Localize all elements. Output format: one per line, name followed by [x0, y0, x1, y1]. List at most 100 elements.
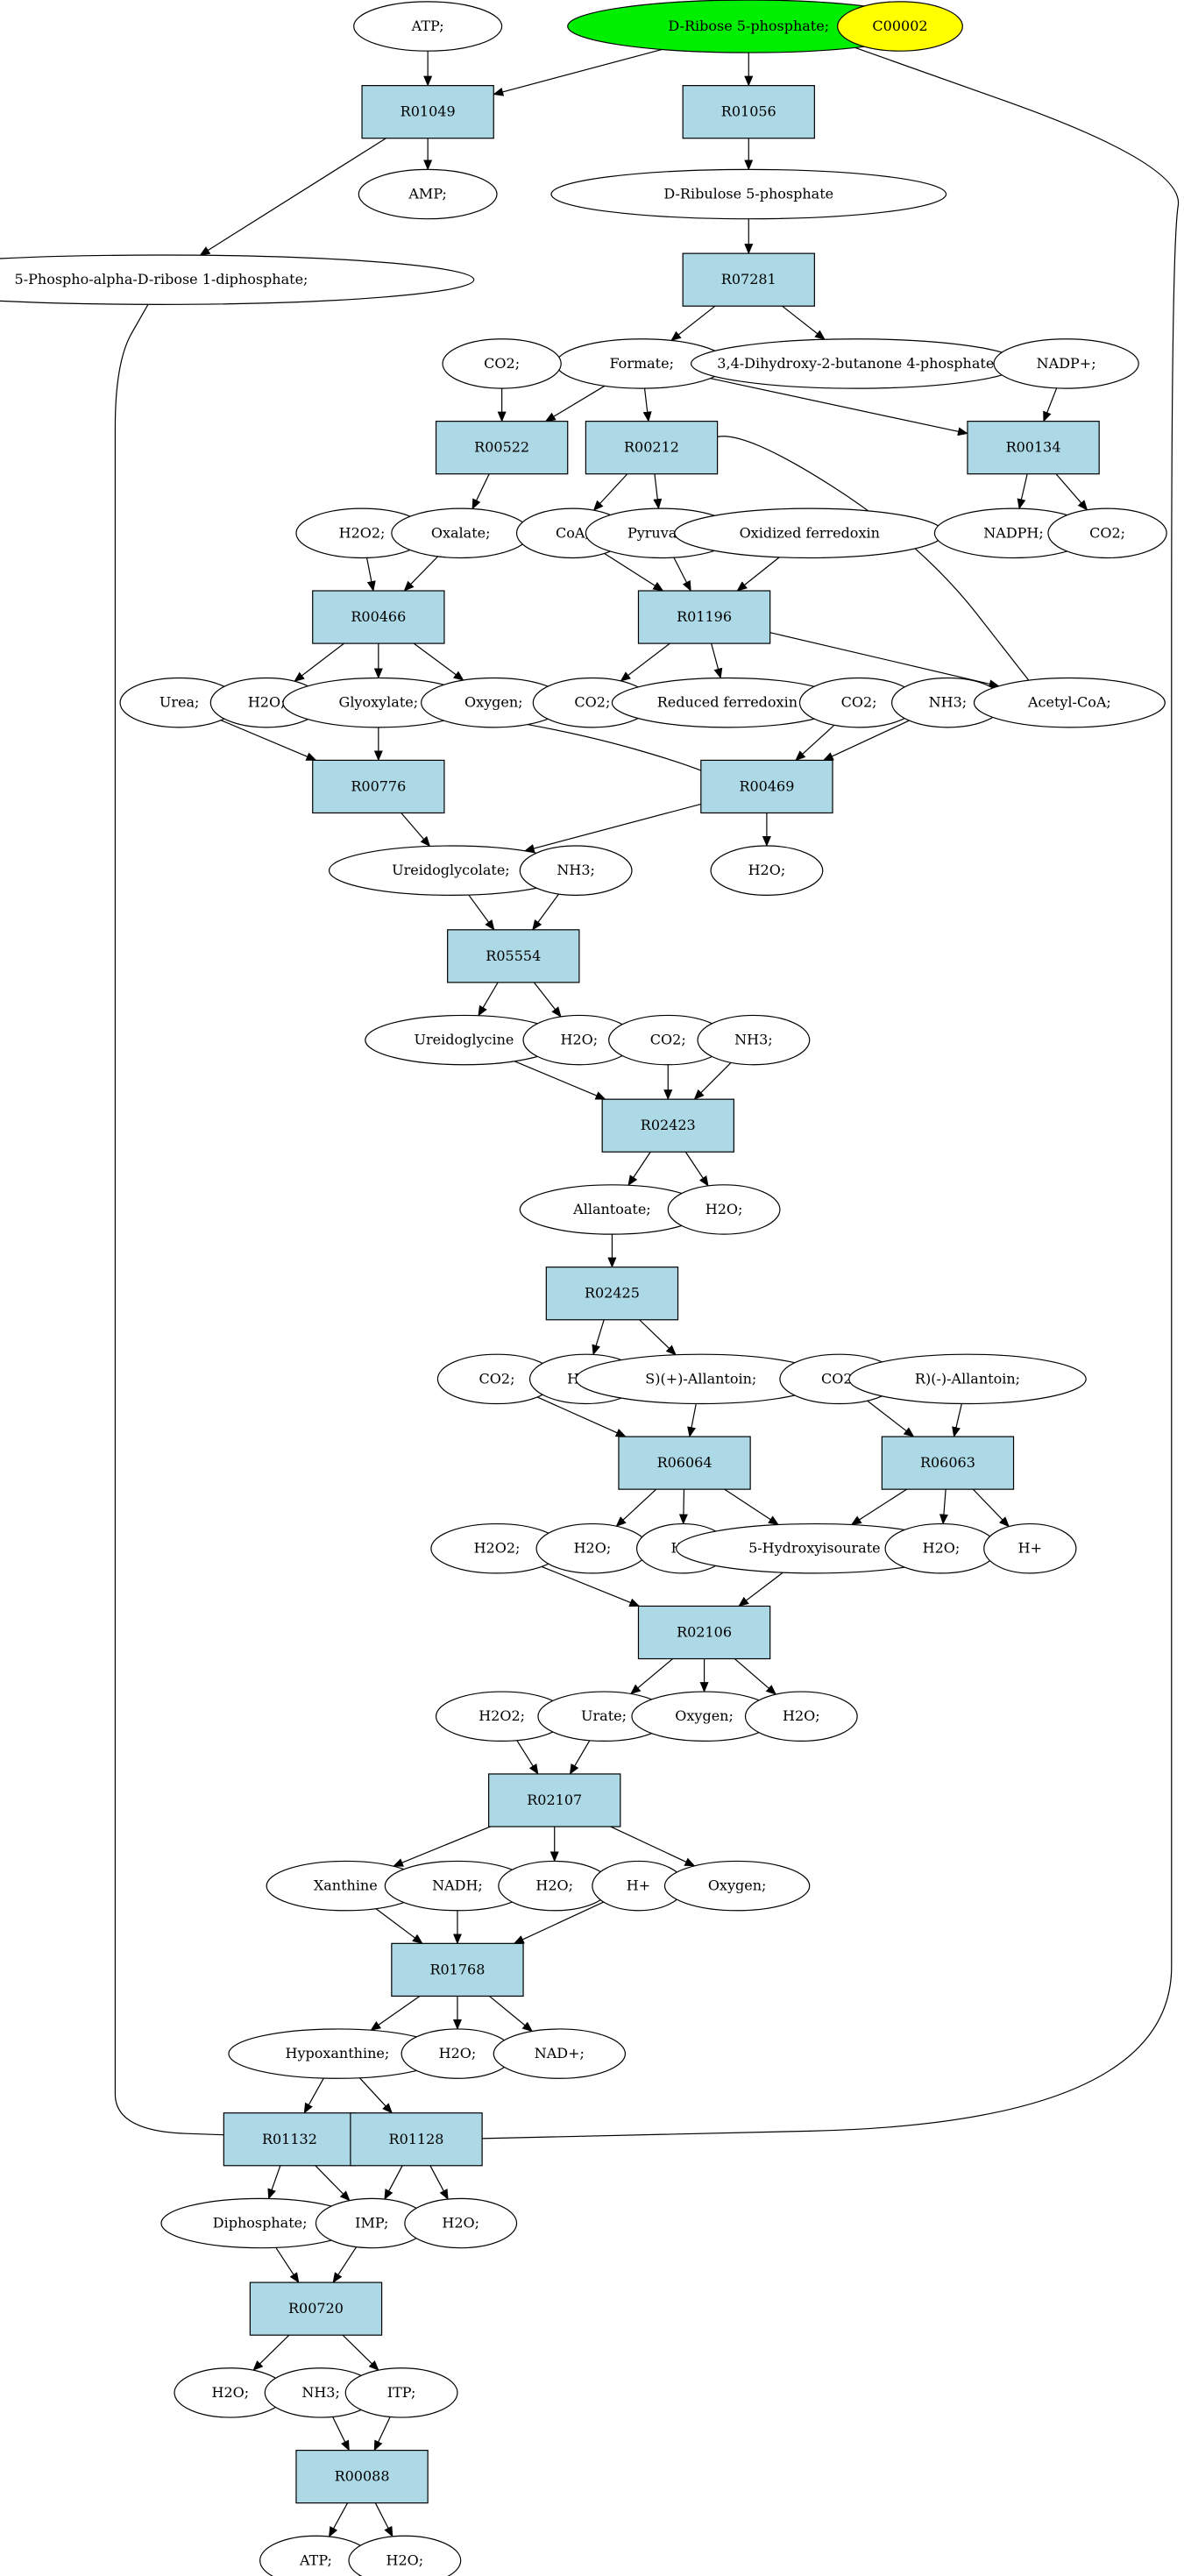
edge-imp-to-R00720	[332, 2246, 358, 2283]
compound-node-ureidoglycolate[interactable]: Ureidoglycolate;	[328, 845, 573, 896]
compound-node-co2_b[interactable]: CO2;	[1047, 507, 1167, 559]
compound-node-allantoate[interactable]: Allantoate;	[519, 1184, 705, 1235]
reaction-node-R01056[interactable]: R01056	[682, 85, 815, 139]
reaction-node-R02107[interactable]: R02107	[488, 1773, 621, 1827]
compound-node-sallantoin[interactable]: S)(+)-Allantoin;	[575, 1353, 827, 1405]
reaction-node-R06063[interactable]: R06063	[881, 1436, 1015, 1490]
compound-node-acetylcoa[interactable]: Acetyl-CoA;	[973, 677, 1166, 728]
compound-node-nadph[interactable]: NADPH;	[933, 507, 1094, 559]
node-label: R01196	[677, 608, 732, 625]
reaction-node-R01196[interactable]: R01196	[637, 590, 771, 644]
compound-node-ribulose5p[interactable]: D-Ribulose 5-phosphate	[550, 168, 947, 220]
reaction-node-R01128[interactable]: R01128	[350, 2112, 483, 2167]
reaction-node-R02425[interactable]: R02425	[545, 1267, 679, 1321]
compound-node-atp_top[interactable]: ATP;	[353, 1, 503, 52]
edge-R01128-to-h2o_k	[429, 2165, 449, 2200]
reaction-node-R05554[interactable]: R05554	[447, 929, 580, 983]
compound-node-nh3_c[interactable]: NH3;	[697, 1014, 811, 1066]
edge-R00720-to-h2o_l	[252, 2334, 290, 2371]
compound-node-h2o_m[interactable]: H2O;	[348, 2535, 462, 2576]
compound-node-co2_e[interactable]: CO2;	[608, 1014, 728, 1066]
compound-node-nh3_a[interactable]: NH3;	[891, 677, 1004, 728]
compound-node-h2o_l[interactable]: H2O;	[174, 2367, 287, 2418]
compound-node-nh3_b[interactable]: NH3;	[519, 845, 633, 896]
node-label: Allantoate;	[572, 1201, 651, 1217]
reaction-node-R01768[interactable]: R01768	[391, 1942, 524, 1998]
compound-node-co2_c[interactable]: CO2;	[532, 677, 653, 728]
reaction-node-R07281[interactable]: R07281	[682, 252, 815, 307]
edge-R01196-to-acetylcoa	[769, 632, 1000, 689]
compound-node-prpp[interactable]: 5-Phospho-alpha-D-ribose 1-diphosphate;	[0, 254, 475, 305]
compound-node-nadh[interactable]: NADH;	[384, 1860, 531, 1912]
reaction-node-R00212[interactable]: R00212	[585, 421, 719, 475]
reaction-node-R00088[interactable]: R00088	[295, 2449, 429, 2504]
edge-ureidoglycolate-to-R05554	[468, 894, 495, 931]
reaction-box	[637, 1605, 771, 1660]
edge-R00466-to-h2o_a	[294, 642, 344, 682]
compound-node-h2o_k[interactable]: H2O;	[404, 2197, 518, 2249]
reaction-node-R00720[interactable]: R00720	[249, 2281, 383, 2336]
reaction-box	[312, 759, 445, 814]
node-label: H+	[1018, 1540, 1042, 1557]
compound-node-hplus_c[interactable]: H+	[592, 1860, 685, 1912]
compound-ellipse	[344, 2367, 458, 2418]
reaction-node-R01049[interactable]: R01049	[361, 85, 494, 139]
reaction-box	[350, 2112, 483, 2167]
compound-node-c00002[interactable]: C00002	[837, 1, 963, 52]
compound-node-oxygen_b[interactable]: Oxygen;	[631, 1691, 777, 1742]
compound-node-ureidoglycine[interactable]: Ureidoglycine	[365, 1014, 564, 1066]
compound-node-amp[interactable]: AMP;	[358, 168, 498, 220]
compound-node-nh3_d[interactable]: NH3;	[264, 2367, 378, 2418]
compound-node-oxygen_c[interactable]: Oxygen;	[663, 1860, 811, 1912]
compound-node-h2o_d[interactable]: H2O;	[667, 1184, 781, 1235]
compound-node-co2_d[interactable]: CO2;	[798, 677, 919, 728]
compound-node-diphosphate[interactable]: Diphosphate;	[160, 2197, 359, 2249]
reaction-node-R01132[interactable]: R01132	[223, 2112, 357, 2167]
compound-node-h2o_f[interactable]: H2O;	[535, 1522, 649, 1574]
node-label: Ureidoglycine	[415, 1032, 514, 1048]
compound-node-h2o_c[interactable]: H2O;	[522, 1014, 636, 1066]
compound-node-hypoxanthine[interactable]: Hypoxanthine;	[228, 2028, 447, 2079]
compound-node-h2o_g[interactable]: H2O;	[884, 1522, 998, 1574]
edge-hypoxanthine-to-R01132	[303, 2077, 324, 2114]
edge-R00466-to-oxygen_a	[413, 642, 464, 681]
reaction-node-R02106[interactable]: R02106	[637, 1605, 771, 1660]
node-label: AMP;	[408, 186, 447, 202]
reaction-node-R00469[interactable]: R00469	[700, 759, 833, 814]
compound-node-hydroxyisourate[interactable]: 5-Hydroxyisourate	[676, 1522, 954, 1574]
compound-node-nadp[interactable]: NADP+;	[993, 338, 1139, 389]
compound-node-h2o_h[interactable]: H2O;	[744, 1691, 858, 1742]
node-label: NADPH;	[983, 524, 1044, 541]
compound-node-co2_a[interactable]: CO2;	[442, 338, 562, 389]
node-label: NADH;	[432, 1877, 483, 1894]
compound-node-oxygen_a[interactable]: Oxygen;	[421, 677, 567, 728]
compound-node-oxalate[interactable]: Oxalate;	[391, 507, 531, 559]
node-label: R01768	[429, 1961, 485, 1977]
reaction-node-R00466[interactable]: R00466	[312, 590, 445, 644]
compound-node-itp[interactable]: ITP;	[344, 2367, 458, 2418]
edge-R02423-to-allantoate	[627, 1151, 651, 1187]
compound-node-nadplus[interactable]: NAD+;	[493, 2028, 627, 2079]
compound-node-h2o_b[interactable]: H2O;	[710, 845, 824, 896]
compound-node-urea[interactable]: Urea;	[119, 677, 239, 728]
node-label: NAD+;	[535, 2045, 585, 2062]
edge-R05554-to-h2o_c	[533, 982, 562, 1018]
reaction-node-R00134[interactable]: R00134	[967, 421, 1100, 475]
compound-node-imp[interactable]: IMP;	[315, 2197, 429, 2249]
compound-node-h2o2_c[interactable]: H2O2;	[435, 1691, 569, 1742]
reaction-node-R00776[interactable]: R00776	[312, 759, 445, 814]
compound-node-h2o_j[interactable]: H2O;	[401, 2028, 514, 2079]
node-label: H2O;	[212, 2384, 250, 2401]
node-label: IMP;	[355, 2215, 388, 2232]
compound-node-hplus_b[interactable]: H+	[983, 1522, 1077, 1574]
node-label: 5-Hydroxyisourate	[748, 1540, 881, 1557]
reaction-node-R06064[interactable]: R06064	[618, 1436, 751, 1490]
reaction-node-R00522[interactable]: R00522	[435, 421, 569, 475]
compound-node-rallantoin[interactable]: R)(-)-Allantoin;	[848, 1353, 1087, 1405]
compound-node-xanthine[interactable]: Xanthine	[266, 1860, 425, 1912]
compound-node-oxfd[interactable]: Oxidized ferredoxin	[674, 507, 946, 559]
reaction-node-R02423[interactable]: R02423	[601, 1098, 734, 1153]
compound-node-dhbp[interactable]: 3,4-Dihydroxy-2-butanone 4-phosphate	[690, 338, 1021, 389]
reaction-box	[601, 1098, 734, 1153]
